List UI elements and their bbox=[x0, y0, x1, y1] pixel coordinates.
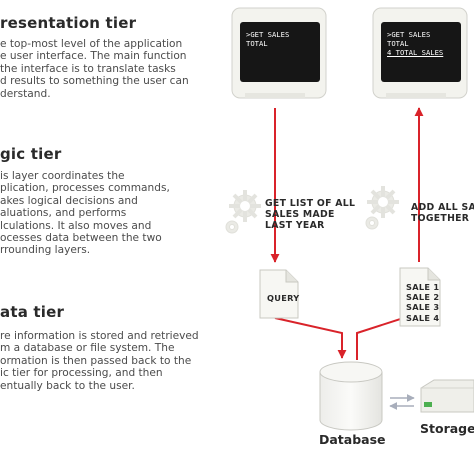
gear-icon-right bbox=[365, 186, 399, 230]
storage-device bbox=[420, 379, 474, 413]
monitor-right bbox=[372, 7, 468, 99]
query-document-label: QUERY bbox=[267, 293, 300, 303]
presentation-tier-description: e top-most level of the application e us… bbox=[0, 38, 189, 100]
database-label: Database bbox=[319, 432, 386, 447]
query-to-database-arrow bbox=[274, 317, 347, 359]
sales-document bbox=[399, 267, 441, 327]
query-document bbox=[259, 269, 299, 319]
request-label: GET LIST OF ALL SALES MADE LAST YEAR bbox=[265, 198, 356, 232]
logic-tier-heading: gic tier bbox=[0, 145, 62, 163]
data-tier-heading: ata tier bbox=[0, 303, 65, 321]
response-label: ADD ALL SALE TOGETHER bbox=[411, 202, 474, 225]
monitor-left bbox=[231, 7, 327, 99]
data-tier-description: re information is stored and retrieved m… bbox=[0, 330, 199, 392]
storage-label: Storage bbox=[420, 421, 474, 436]
logic-tier-description: is layer coordinates the plication, proc… bbox=[0, 170, 170, 257]
database-cylinder bbox=[319, 361, 383, 431]
sales-document-list: SALE 1 SALE 2 SALE 3 SALE 4 bbox=[406, 282, 440, 323]
presentation-tier-heading: resentation tier bbox=[0, 14, 137, 32]
monitor-left-screen: >GET SALES TOTAL bbox=[246, 30, 290, 48]
monitor-right-screen: >GET SALES TOTAL 4 TOTAL SALES bbox=[387, 30, 444, 57]
gear-icon-left bbox=[225, 190, 261, 234]
